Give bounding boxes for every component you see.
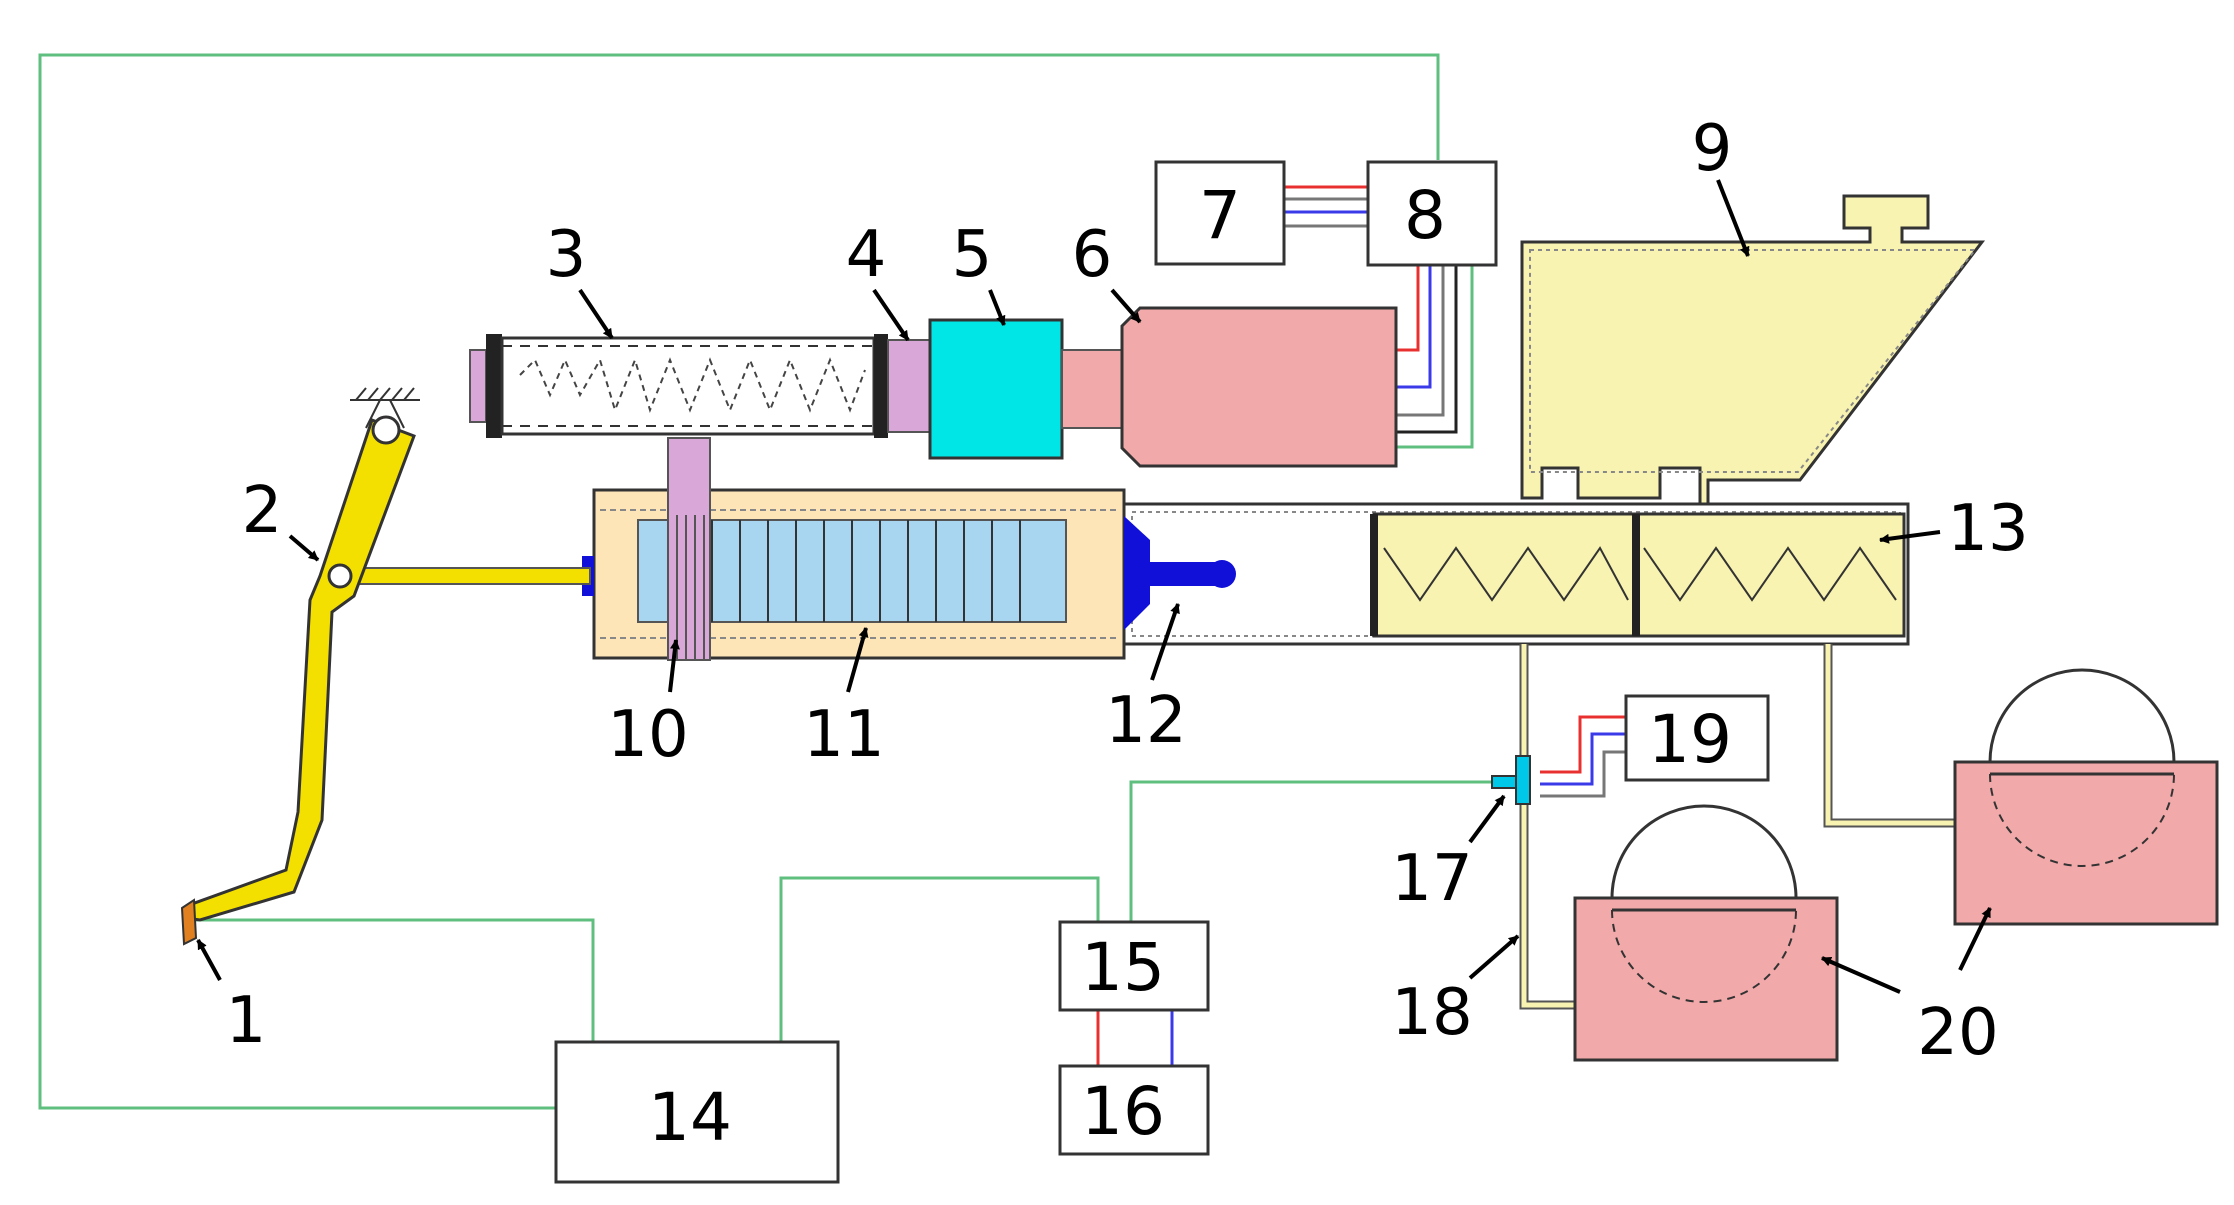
callout-17: 17 — [1391, 842, 1472, 916]
push-rod-tip — [1124, 516, 1236, 630]
callout-12: 12 — [1105, 684, 1186, 758]
motor — [1061, 306, 1398, 468]
sensor-controller-19: 19 — [1624, 694, 1770, 782]
callout-labels: 1 2 3 4 5 6 9 10 11 12 13 17 18 20 — [226, 112, 2029, 1070]
box-7-label: 7 — [1199, 177, 1241, 254]
callout-11: 11 — [803, 698, 884, 772]
callout-3: 3 — [546, 218, 587, 292]
brake-caliper-rear — [1953, 668, 2219, 926]
callout-13: 13 — [1947, 492, 2028, 566]
box-15-label: 15 — [1081, 929, 1165, 1006]
box-16-label: 16 — [1081, 1073, 1165, 1150]
booster-body — [582, 437, 1126, 661]
signal-wires — [38, 53, 1500, 1110]
callout-1: 1 — [226, 984, 267, 1058]
power-wires — [1096, 185, 1626, 1066]
controller-8: 8 — [1366, 160, 1498, 267]
brake-pedal — [180, 387, 591, 946]
callout-10: 10 — [607, 698, 688, 772]
callout-5: 5 — [952, 218, 993, 292]
controller-7: 7 — [1154, 160, 1286, 266]
box-14-label: 14 — [648, 1079, 732, 1156]
coupling — [928, 318, 1064, 460]
callout-9: 9 — [1692, 112, 1733, 186]
callout-6: 6 — [1072, 218, 1113, 292]
pressure-sensor — [1491, 755, 1531, 805]
ecu-14: 14 — [554, 1040, 840, 1184]
callout-2: 2 — [242, 474, 283, 548]
fluid-reservoir — [1520, 194, 1986, 514]
callout-18: 18 — [1391, 976, 1472, 1050]
box-8-label: 8 — [1404, 177, 1446, 254]
controller-15: 15 — [1058, 920, 1210, 1012]
callout-4: 4 — [846, 218, 887, 292]
power-16: 16 — [1058, 1064, 1210, 1156]
callout-20: 20 — [1917, 996, 1998, 1070]
spring-cylinder — [469, 334, 931, 438]
box-19-label: 19 — [1648, 701, 1732, 778]
brake-caliper-front — [1573, 804, 1839, 1062]
leader-lines — [196, 179, 1992, 994]
master-cylinder-chambers — [1122, 502, 1910, 646]
